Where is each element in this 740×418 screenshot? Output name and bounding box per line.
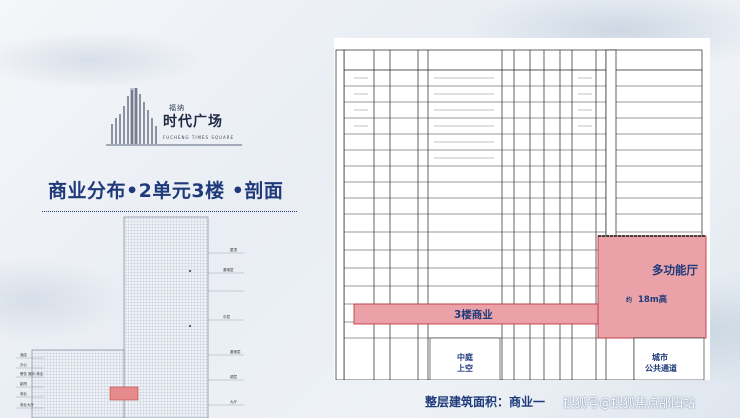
logo-brand-small: 福纳	[169, 104, 185, 112]
mini-label-r7: 大厅	[230, 399, 237, 404]
building-section-panel: 多功能厅 约 18m高 3楼商业 中庭 上空 城市 公共通道	[334, 38, 710, 381]
mini-label-l2: 办公	[20, 362, 27, 367]
third-floor-commercial-band	[353, 303, 599, 325]
city-passage-label-1: 城市	[652, 352, 668, 362]
mini-label-l4: 影院	[20, 381, 27, 386]
hall-height-label: 18m高	[638, 294, 668, 305]
skyline-logo-icon	[106, 88, 242, 146]
mini-label-l3: 餐饮 娱乐 商业	[20, 371, 44, 376]
mini-label-r5: 避难层	[230, 349, 241, 354]
logo-english: FUCHENG TIMES SQUARE	[163, 135, 234, 140]
mini-label-r1: 屋顶	[230, 247, 237, 252]
logo-name: 时代广场	[163, 114, 223, 130]
mini-label-l5: 商业	[20, 391, 27, 396]
atrium-label-1: 中庭	[457, 352, 474, 362]
multi-function-hall-zone	[597, 235, 707, 339]
mini-label-r2: 避难层	[223, 267, 234, 272]
building-section-drawing: 多功能厅 约 18m高 3楼商业 中庭 上空 城市 公共通道	[335, 49, 707, 381]
mini-label-r6: 裙层	[230, 374, 237, 379]
floor-area-caption: 整层建筑面积：商业一	[425, 395, 546, 409]
city-passage-label-2: 公共通道	[645, 363, 677, 373]
mini-label-r4: 中层	[223, 314, 230, 319]
third-floor-label: 3楼商业	[454, 308, 493, 321]
hall-about-label: 约	[626, 296, 632, 304]
hall-label: 多功能厅	[652, 263, 698, 277]
mini-label-l6: 商业大厅	[20, 402, 34, 407]
overall-section-diagram: 屋顶 避难层 中层 避难层 裙层 大厅 酒店 办公 餐饮 娱乐 商业 影院 商业…	[16, 216, 244, 418]
watermark-text: 搜狐号@搜狐焦点邵阳站	[563, 396, 696, 410]
mini-label-l1: 酒店	[20, 352, 27, 357]
slide-title: 商业分布•2单元3楼 •剖面	[48, 180, 284, 202]
title-divider	[42, 211, 297, 212]
atrium-label-2: 上空	[457, 363, 473, 373]
